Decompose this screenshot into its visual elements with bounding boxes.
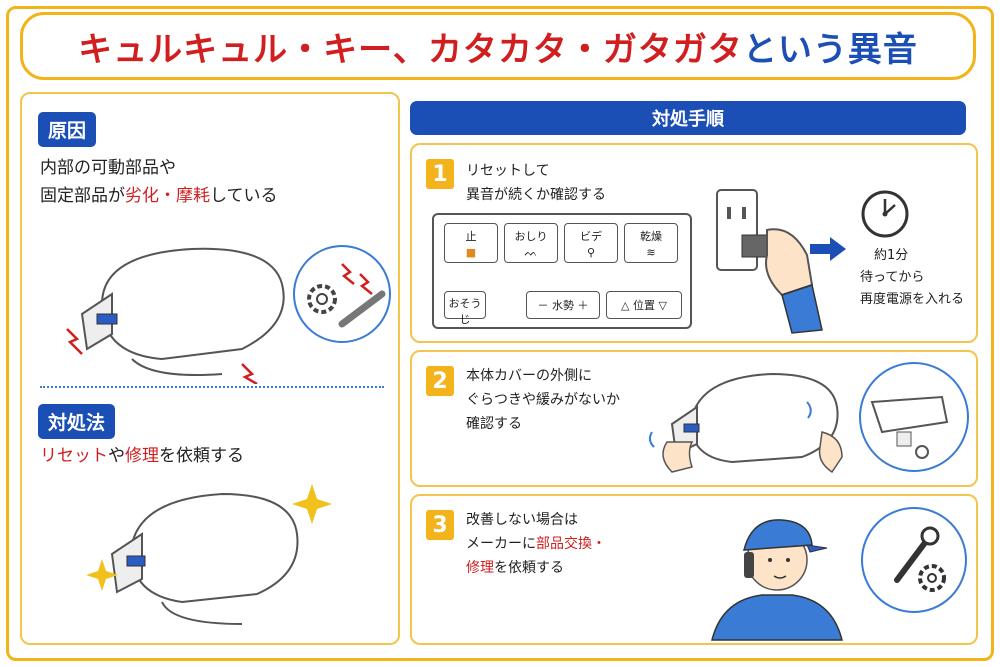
remedy-request: を依頼する (159, 446, 244, 466)
wait-text: 約1分 待ってから 再度電源を入れる (860, 245, 964, 311)
step-3-repair: 修理 (466, 560, 494, 576)
oshiri-label: おしり (514, 230, 548, 243)
procedure-heading: 対処手順 (410, 101, 966, 135)
arrow-right-icon (810, 237, 846, 261)
water-pressure-control[interactable]: － 水勢 ＋ (526, 291, 600, 319)
step-1-text: リセットして 異音が続くか確認する (466, 159, 606, 207)
step-1-number: 1 (426, 159, 454, 189)
outlet-illustration (716, 189, 823, 334)
gear-icon (307, 284, 337, 314)
remote-control: 止 ■ おしり ᨓ ビデ ⚲ 乾燥 ≋ おそうじ － 水勢 ＋ △ 位置 ▽ (432, 213, 692, 329)
page-title: キュルキュル・キー、カタカタ・ガタガタという異音 (78, 22, 918, 71)
cause-line-2c: している (210, 186, 278, 206)
oshiri-button[interactable]: おしり ᨓ (504, 223, 558, 263)
cover-check-illustration (648, 362, 969, 474)
stop-button[interactable]: 止 ■ (444, 223, 498, 263)
stop-icon: ■ (465, 246, 477, 259)
step-1-line-2: 異音が続くか確認する (466, 187, 606, 203)
wait-line-3: 再度電源を入れる (860, 292, 965, 307)
left-panel: 原因 内部の可動部品や 固定部品が劣化・摩耗している 対処法 リセットや修理を依… (20, 92, 400, 645)
cause-line-2a: 固定部品が (40, 186, 125, 206)
technician-illustration (711, 507, 967, 641)
gear-icon (918, 564, 946, 592)
position-label: △ 位置 ▽ (621, 299, 667, 312)
title-part-2: という異音 (742, 29, 918, 70)
clock-icon (861, 190, 909, 238)
bidet-label: ビデ (580, 230, 602, 243)
stop-label: 止 (465, 230, 477, 243)
water-label: － 水勢 ＋ (537, 299, 589, 312)
step-3-number: 3 (426, 510, 454, 540)
wrench-icon (894, 526, 940, 583)
step-3-line-2: メーカーに部品交換・ (466, 532, 606, 556)
position-control[interactable]: △ 位置 ▽ (606, 291, 682, 319)
cause-line-2: 固定部品が劣化・摩耗している (40, 182, 278, 210)
step-2-line-2: ぐらつきや緩みがないか (466, 392, 620, 408)
cause-highlight: 劣化・摩耗 (125, 186, 210, 206)
toilet-noise-illustration (66, 245, 391, 384)
osouji-label: おそうじ (448, 297, 482, 326)
wind-icon: ≋ (646, 246, 656, 259)
osouji-button[interactable]: おそうじ (444, 291, 486, 326)
outer-frame (6, 6, 994, 661)
wait-line-2: 待ってから (860, 270, 925, 285)
step-3-line-3b: を依頼する (494, 560, 564, 576)
title-part-1: キュルキュル・キー、カタカタ・ガタガタ (78, 29, 743, 70)
dry-button[interactable]: 乾燥 ≋ (624, 223, 678, 263)
person-icon: ⚲ (586, 246, 596, 259)
step-2-panel: 2 本体カバーの外側に ぐらつきや緩みがないか 確認する (410, 350, 978, 487)
step-3-panel: 3 改善しない場合は メーカーに部品交換・ 修理を依頼する (410, 494, 978, 645)
step-2-line-3: 確認する (466, 416, 522, 432)
spray-icon: ᨓ (524, 246, 538, 259)
step-3-line-1: 改善しない場合は (466, 512, 578, 528)
step-2-text: 本体カバーの外側に ぐらつきや緩みがないか 確認する (466, 364, 620, 436)
dry-label: 乾燥 (640, 230, 662, 243)
toilet-clean-illustration (86, 484, 332, 625)
section-divider (40, 386, 384, 388)
step-3-line-2a: メーカーに (466, 536, 536, 552)
bidet-button[interactable]: ビデ ⚲ (564, 223, 618, 263)
remedy-heading: 対処法 (38, 404, 116, 439)
step-2-number: 2 (426, 366, 454, 396)
title-banner: キュルキュル・キー、カタカタ・ガタガタという異音 (20, 12, 976, 80)
remedy-reset: リセット (40, 446, 108, 466)
remedy-text: リセットや修理を依頼する (40, 442, 244, 470)
step-3-parts-exchange: 部品交換・ (536, 536, 606, 552)
step-3-line-3: 修理を依頼する (466, 556, 606, 580)
cause-heading: 原因 (38, 112, 97, 147)
sparkle-icon (86, 484, 332, 591)
cause-line-1: 内部の可動部品や (40, 158, 176, 178)
step-3-text: 改善しない場合は メーカーに部品交換・ 修理を依頼する (466, 508, 606, 580)
step-1-panel: 1 リセットして 異音が続くか確認する 止 ■ おしり ᨓ ビデ ⚲ 乾燥 ≋ … (410, 143, 978, 343)
remedy-or: や (108, 446, 125, 466)
wait-line-1: 約1分 (874, 248, 909, 263)
remedy-repair: 修理 (125, 446, 159, 466)
step-1-line-1: リセットして (466, 163, 550, 179)
step-2-line-1: 本体カバーの外側に (466, 368, 592, 384)
cause-text: 内部の可動部品や 固定部品が劣化・摩耗している (40, 154, 278, 210)
outlet-icon (716, 189, 758, 271)
spark-icon (66, 328, 258, 384)
